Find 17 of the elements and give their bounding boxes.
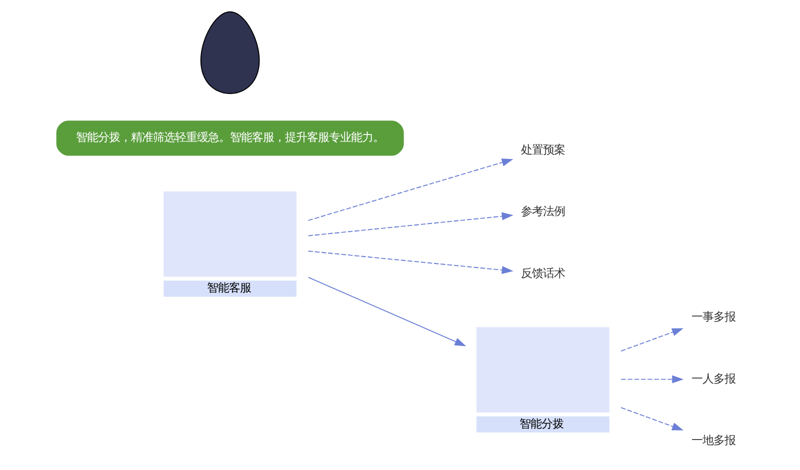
node-label: 智能分拨 bbox=[519, 416, 564, 430]
arrow bbox=[307, 250, 513, 274]
arrow bbox=[307, 158, 513, 221]
arrow bbox=[307, 276, 466, 346]
node-text: 一事多报 bbox=[690, 310, 735, 324]
arrow bbox=[620, 328, 683, 352]
node-text: 一地多报 bbox=[690, 432, 735, 447]
node-text: 一人多报 bbox=[690, 371, 735, 386]
node-text: 反馈话术 bbox=[520, 266, 564, 280]
node-text: 处置预案 bbox=[520, 142, 564, 156]
arrow bbox=[620, 407, 683, 430]
node-person bbox=[200, 11, 260, 94]
node-text: 参考法例 bbox=[520, 204, 564, 218]
node-box: 智能分拨，精准筛选轻重缓急。智能客服，提升客服专业能力。 bbox=[56, 120, 404, 156]
arrow bbox=[620, 375, 684, 384]
node-label: 智能客服 bbox=[206, 280, 250, 295]
arrow bbox=[307, 212, 513, 236]
